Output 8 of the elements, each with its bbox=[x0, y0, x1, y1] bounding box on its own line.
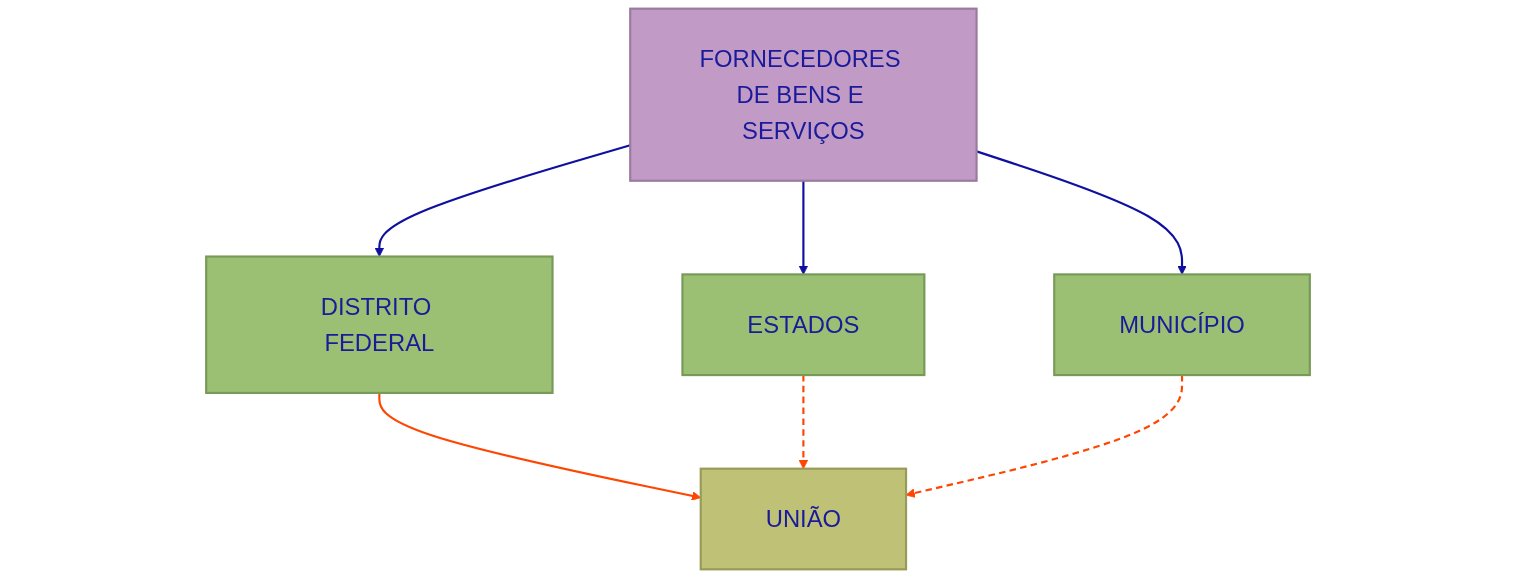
arrow bbox=[976, 150, 1187, 275]
node-box: MUNICÍPIO bbox=[1053, 273, 1311, 377]
node-box: DISTRITO FEDERAL bbox=[205, 255, 554, 394]
arrow bbox=[374, 144, 631, 257]
node-box: ESTADOS bbox=[681, 273, 926, 377]
node-box: UNIÃO bbox=[699, 467, 908, 571]
node-box: FORNECEDORES DE BENS E SERVIÇOS bbox=[629, 7, 978, 182]
arrow bbox=[798, 180, 809, 275]
